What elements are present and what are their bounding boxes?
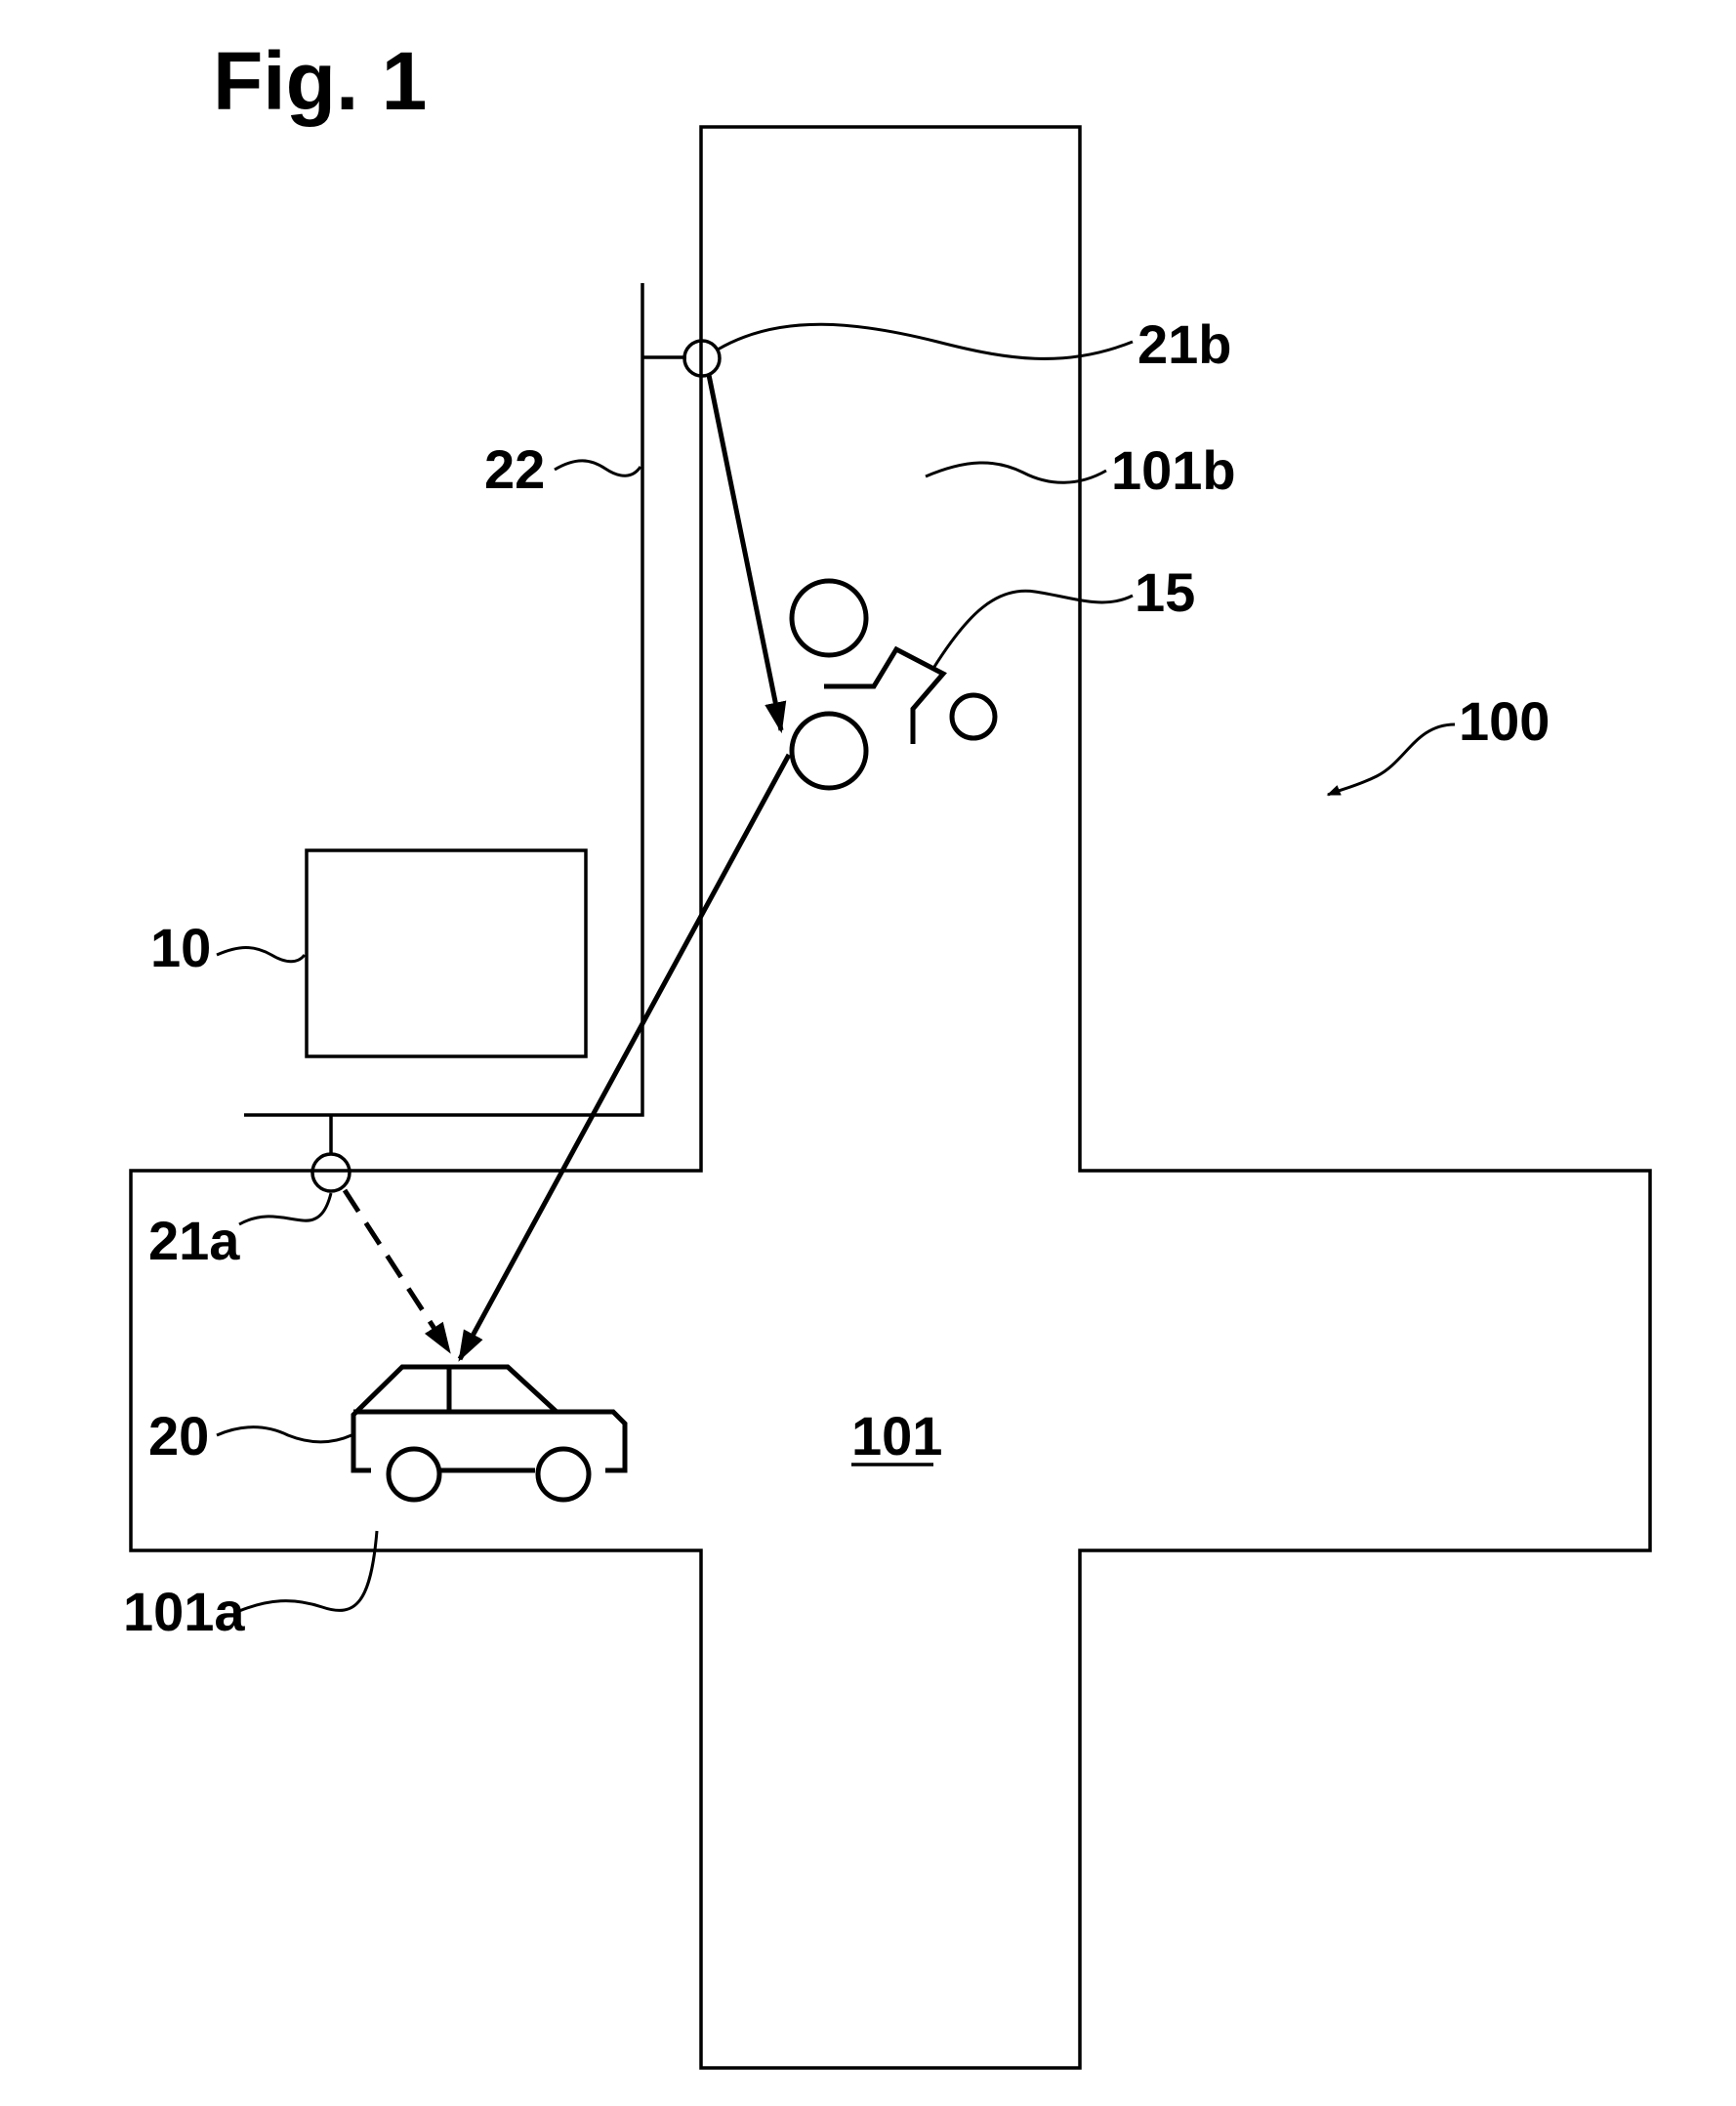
label-100: 100 — [1459, 690, 1550, 752]
line-22 — [244, 283, 644, 1117]
sensor-21b — [682, 339, 722, 378]
label-10: 10 — [150, 917, 211, 978]
dashed-arrow-sensor-to-vehicle — [342, 1188, 452, 1354]
cyclist-icon — [789, 578, 998, 791]
leader-22 — [554, 459, 642, 477]
leader-21a — [238, 1192, 333, 1226]
label-15: 15 — [1135, 561, 1195, 623]
label-101a: 101a — [123, 1581, 245, 1642]
arrow-cyclist-to-vehicle — [457, 753, 792, 1362]
arrow-sensor-to-cyclist — [706, 374, 787, 734]
vehicle-icon — [351, 1364, 628, 1503]
leader-21b — [717, 322, 1134, 360]
label-20: 20 — [148, 1405, 209, 1466]
label-21b: 21b — [1137, 313, 1232, 375]
leader-20 — [216, 1425, 352, 1444]
leader-101b — [925, 461, 1107, 484]
label-22: 22 — [484, 438, 545, 500]
label-101b: 101b — [1111, 439, 1236, 501]
leader-10 — [216, 946, 307, 964]
intersection-outline — [129, 125, 1652, 2070]
leader-15 — [930, 589, 1134, 671]
leader-100-arrow — [1326, 723, 1456, 797]
label-21a: 21a — [148, 1210, 240, 1271]
control-unit-box — [305, 848, 588, 1058]
leader-101a — [238, 1530, 379, 1613]
figure-title: Fig. 1 — [213, 35, 427, 127]
label-101: 101 — [851, 1405, 942, 1466]
sensor-21a — [310, 1152, 351, 1193]
